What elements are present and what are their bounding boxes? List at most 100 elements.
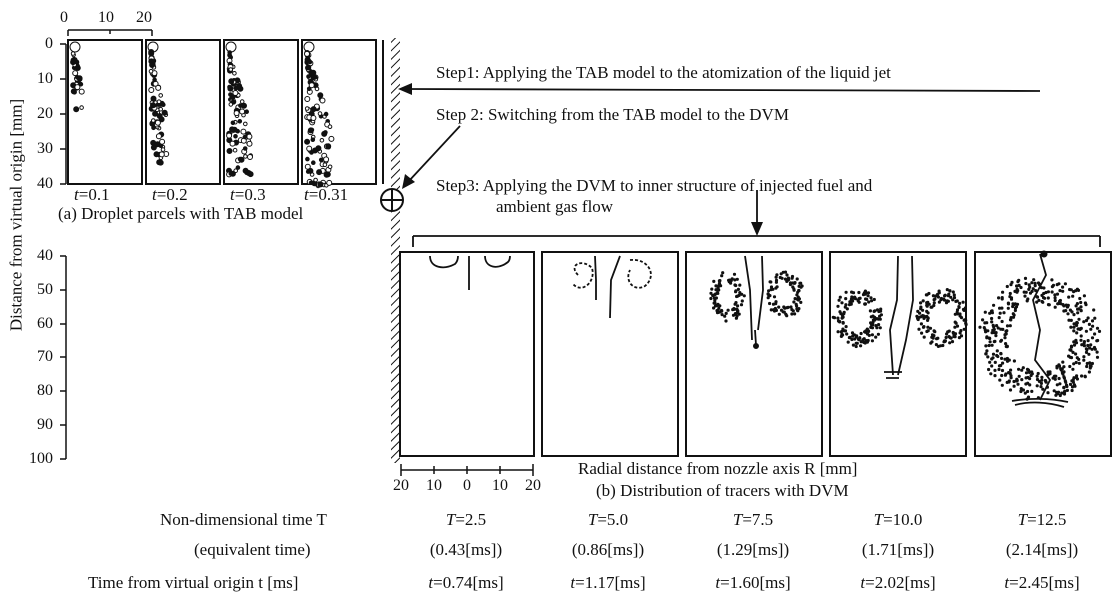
dot [863,289,868,293]
dot [957,305,961,309]
dot [1085,361,1089,366]
dot [151,118,156,123]
dot [1017,374,1021,378]
dot [839,312,843,316]
dot [1067,295,1071,299]
dot [1074,338,1078,342]
dot [326,179,333,186]
dot [735,294,739,299]
dot [857,338,861,342]
dot [1026,395,1031,399]
dot [74,65,81,71]
dot [836,304,840,308]
dot [783,270,788,274]
dot [229,140,236,147]
dot [992,340,996,344]
dot [1069,288,1073,292]
dot [919,307,923,311]
dot [799,281,803,285]
dot [229,170,236,177]
dot [319,97,326,104]
dot [229,126,236,133]
dot [964,318,968,322]
dot [946,330,950,334]
dot [864,297,868,301]
step3-arrow [751,190,763,236]
dot [1008,324,1012,328]
dot [843,329,848,333]
dot [724,319,728,323]
dot [721,271,725,275]
dot [1089,327,1093,331]
dot [831,315,835,319]
dot [796,295,800,299]
time-label-1: t=0.1 [74,185,110,204]
tab-frame-2 [145,39,221,185]
dot [954,299,958,303]
dot [984,352,988,356]
dot [1065,384,1069,389]
virtual-time-2: t=1.17[ms] [570,573,646,592]
dot [305,156,310,162]
dot [1058,289,1062,293]
dot [866,294,870,298]
dot [997,296,1001,300]
virtual-time-3: t=1.60[ms] [715,573,791,592]
dot [983,310,987,314]
dot [239,108,246,115]
dot [984,344,988,348]
dot [1055,383,1059,387]
dot [1082,320,1086,324]
dot [305,64,312,71]
left-tick-40: 40 [37,175,53,192]
dot [952,293,956,297]
lower-tick-80: 80 [37,382,53,399]
dot [733,283,737,287]
dot [306,74,311,79]
dot [767,289,771,293]
dot [1071,350,1075,354]
dot [984,330,988,334]
dot [840,301,844,305]
top-tick-20: 20 [136,9,152,26]
dot [790,312,794,316]
dot [998,306,1002,310]
dot [1070,388,1074,393]
dot [936,344,941,348]
dot [313,177,318,183]
dot [797,289,801,293]
dot [865,340,870,344]
dot [951,290,955,294]
dot [1070,385,1075,389]
dot [795,293,799,297]
dot [785,306,789,310]
dot [945,288,949,292]
dot [928,326,933,330]
dot [771,302,776,306]
dot [769,308,773,312]
dot [710,287,714,291]
dot [1000,319,1004,324]
dot [1046,373,1050,377]
dot [1091,324,1095,328]
dot [1057,376,1061,381]
dot [1095,355,1100,359]
dot [1072,325,1076,329]
dot [1092,308,1096,312]
dot [930,305,934,309]
dot [779,308,784,312]
left-tick-30: 30 [37,140,53,157]
dot [246,133,253,140]
dot [1068,348,1072,352]
dot [872,297,876,302]
dot [878,326,882,330]
dot [932,334,936,338]
dot [1020,368,1024,372]
dot [857,290,861,295]
dot [1077,317,1081,321]
dot [850,331,855,335]
tab-frame-1 [67,39,143,185]
dot [1079,334,1083,338]
dot [853,297,858,301]
dot [1039,381,1044,385]
